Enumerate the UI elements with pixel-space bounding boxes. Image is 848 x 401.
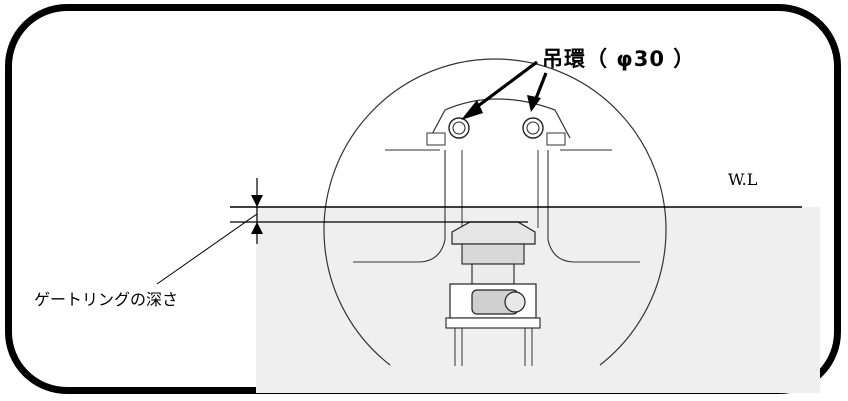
- dimension-arrow-top: [251, 195, 263, 207]
- ring-arrowhead-left: [461, 100, 483, 120]
- lifting-ring-left-inner: [452, 121, 466, 135]
- left-side-plate: [353, 150, 446, 263]
- bolt-left: [426, 132, 446, 146]
- lifting-ring-label: 吊環（ φ30 ）: [542, 47, 696, 71]
- actuator-knob: [504, 291, 526, 313]
- water-area: [256, 207, 820, 393]
- ring-arrowhead-right: [527, 95, 541, 112]
- base-plate: [445, 317, 541, 329]
- gate-body-outline: [323, 58, 667, 366]
- ring-arrow-left: [469, 60, 538, 114]
- depth-leader-line: [156, 213, 258, 285]
- dimension-arrow-bottom: [251, 222, 263, 234]
- water-level-label: W.L: [728, 170, 758, 189]
- valve-stem: [471, 263, 515, 285]
- lifting-ring-right-inner: [526, 121, 540, 135]
- ring-arrow-right: [533, 72, 548, 102]
- lifting-ring-right: [522, 117, 544, 139]
- valve-cap: [451, 221, 536, 245]
- valve-neck: [461, 243, 525, 265]
- bolt-right: [546, 132, 566, 146]
- lifting-ring-left: [448, 117, 470, 139]
- gate-ring-depth-label: ゲートリングの深さ: [34, 290, 179, 309]
- right-side-plate: [547, 150, 640, 263]
- gate-top-chamfer: [429, 98, 571, 139]
